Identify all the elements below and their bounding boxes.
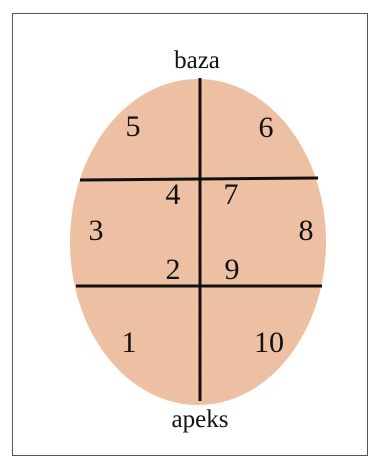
segment-10-label: 10 <box>254 326 284 359</box>
segment-4-label: 4 <box>166 178 181 211</box>
segment-6-label: 6 <box>259 111 274 144</box>
base-label: baza <box>174 47 220 74</box>
upper-horizontal-divider <box>80 178 318 180</box>
apex-label: apeks <box>172 406 229 433</box>
segment-5-label: 5 <box>126 110 141 143</box>
segment-7-label: 7 <box>224 178 239 211</box>
ventricle-oval <box>70 79 326 405</box>
segment-3-label: 3 <box>89 214 104 247</box>
segment-9-label: 9 <box>225 253 240 286</box>
segment-1-label: 1 <box>122 326 137 359</box>
segment-8-label: 8 <box>299 214 314 247</box>
segment-2-label: 2 <box>166 253 181 286</box>
